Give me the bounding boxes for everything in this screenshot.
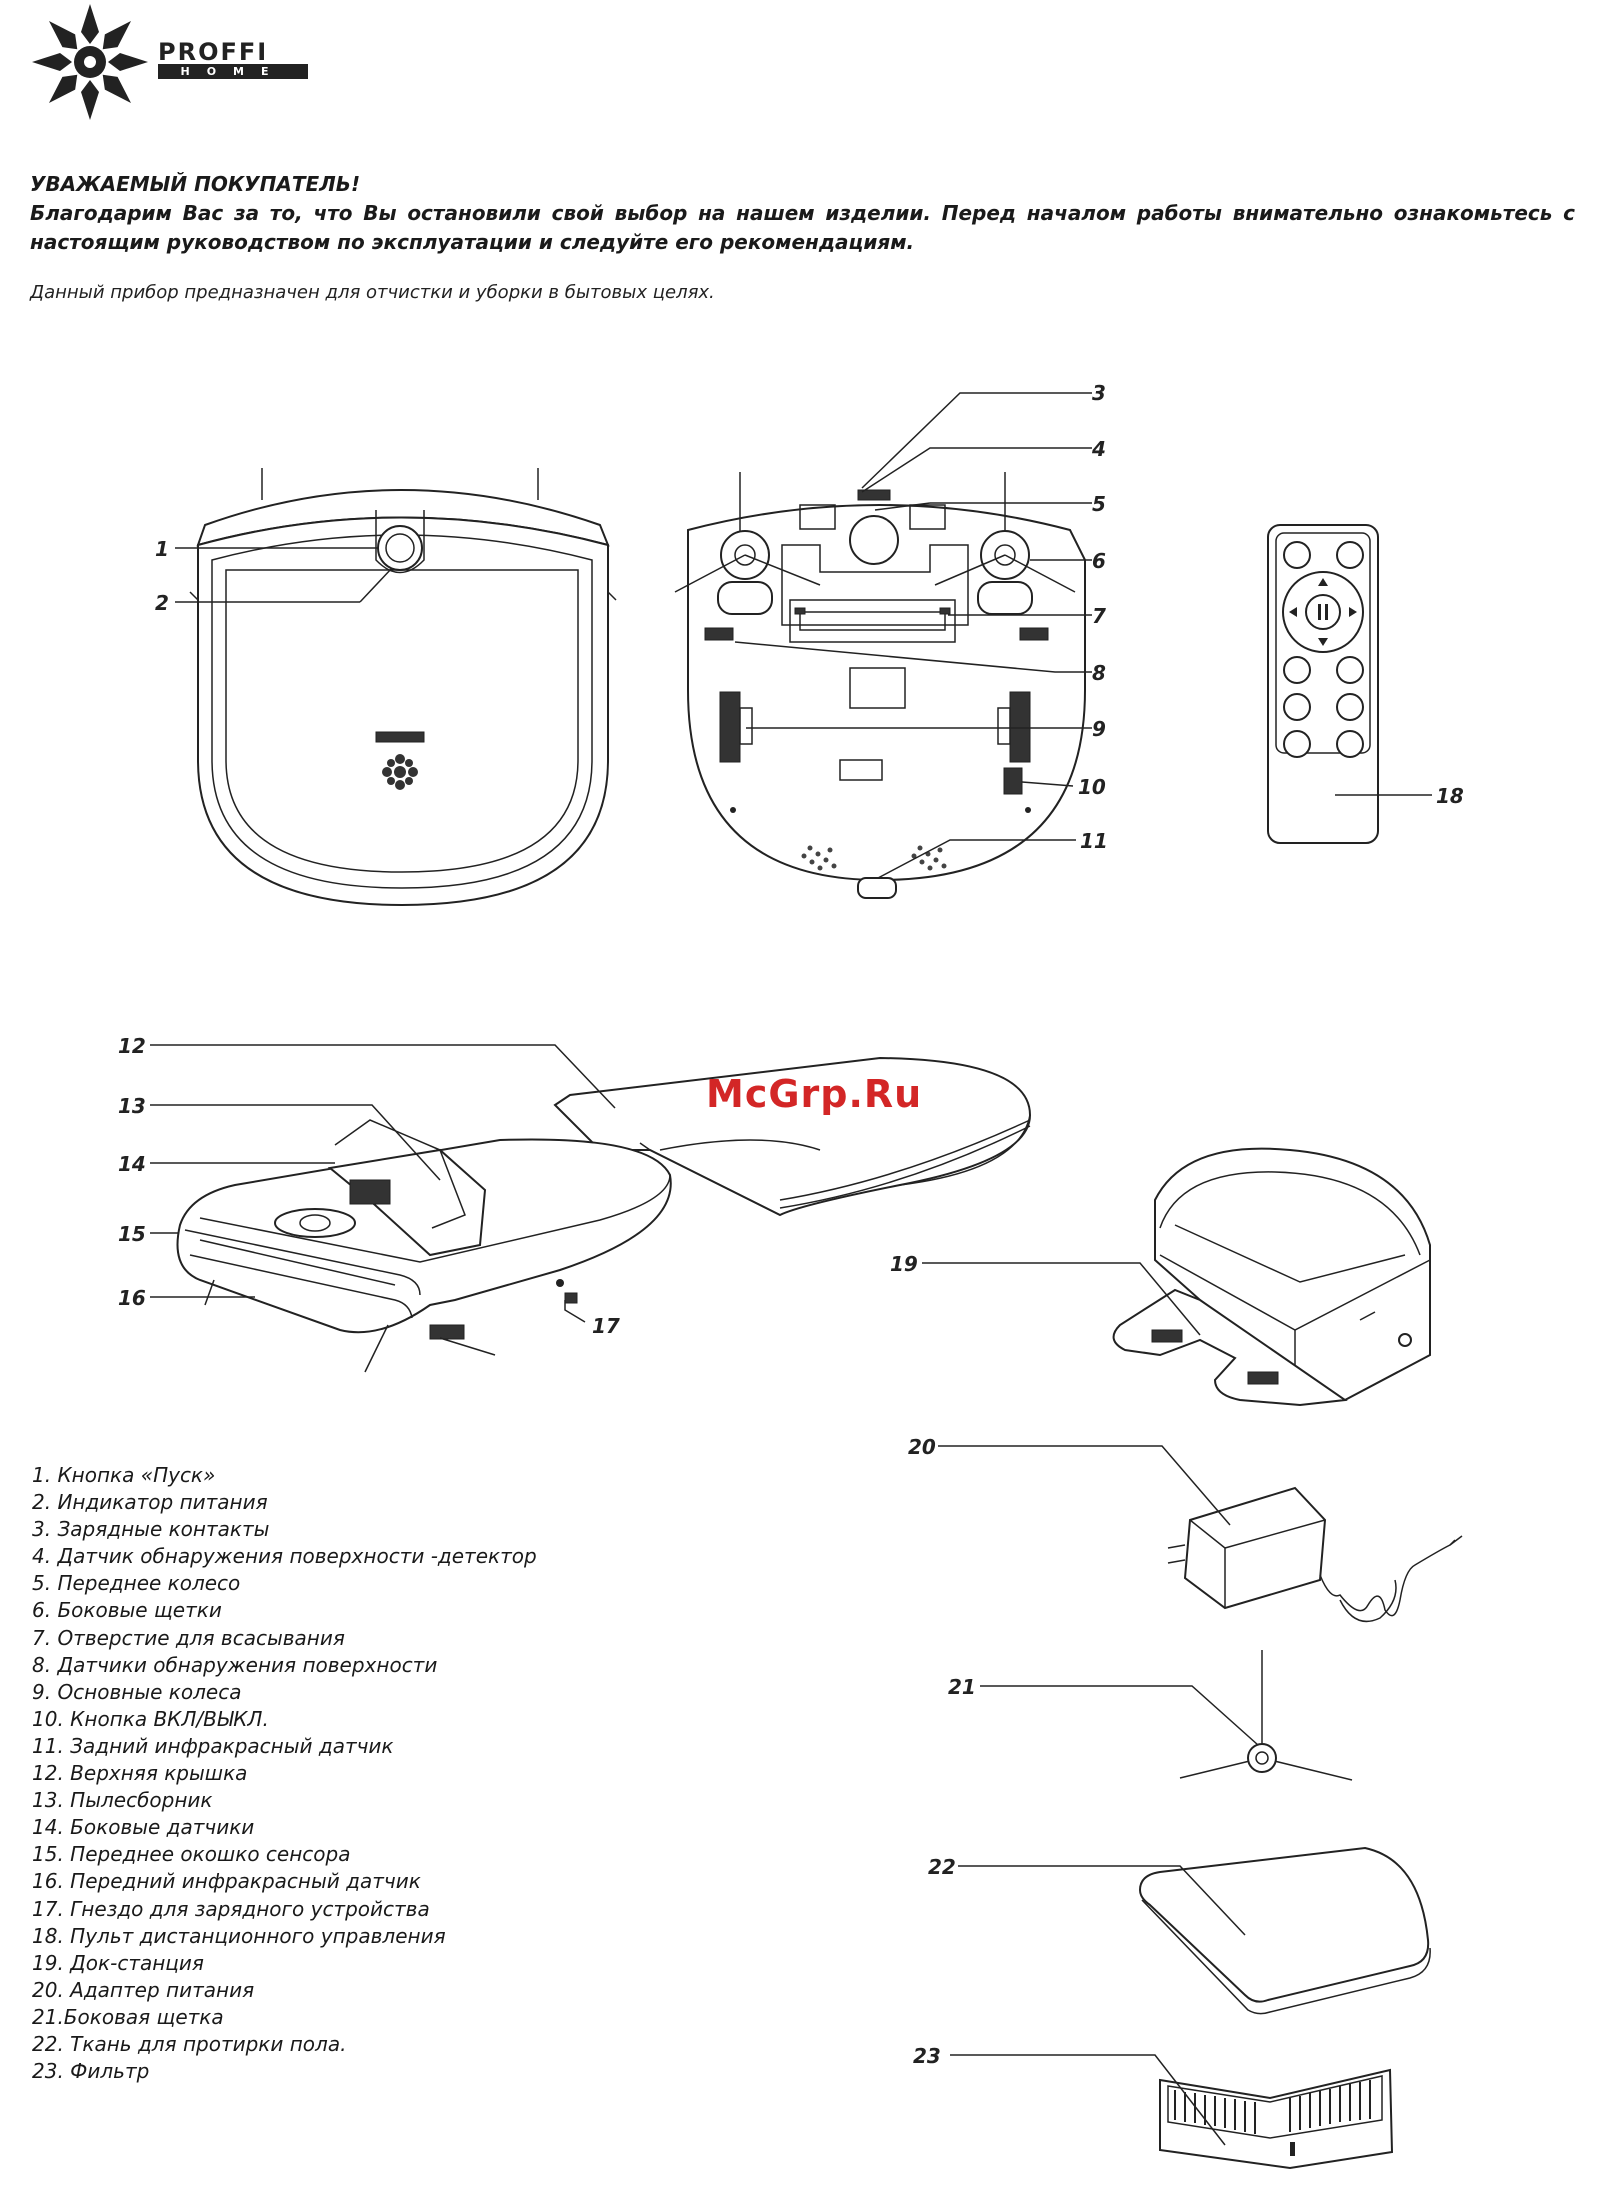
- parts-list-item: 7. Отверстие для всасывания: [32, 1625, 345, 1650]
- side-brush: [1179, 1650, 1353, 1781]
- callout-11: 11: [1080, 829, 1108, 853]
- callout-12: 12: [118, 1034, 146, 1058]
- callout-22: 22: [928, 1855, 956, 1879]
- callout-15: 15: [118, 1222, 146, 1246]
- callout-13: 13: [118, 1094, 146, 1118]
- filter: [1159, 2068, 1394, 2170]
- callout-1: 1: [155, 537, 169, 561]
- callout-8: 8: [1092, 661, 1106, 685]
- callout-17: 17: [592, 1314, 620, 1338]
- robot-bottom-view: [674, 472, 1086, 899]
- callout-20: 20: [908, 1435, 936, 1459]
- parts-list-item: 22. Ткань для протирки пола.: [32, 2031, 347, 2056]
- parts-list-item: 14. Боковые датчики: [32, 1815, 255, 1840]
- callout-2: 2: [155, 591, 169, 615]
- parts-list-item: 15. Переднее окошко сенсора: [32, 1842, 351, 1867]
- parts-list-item: 17. Гнездо для зарядного устройства: [32, 1896, 430, 1921]
- callout-18: 18: [1436, 784, 1464, 808]
- callout-3: 3: [1092, 381, 1106, 405]
- parts-list-item: 10. Кнопка ВКЛ/ВЫКЛ.: [32, 1706, 269, 1731]
- parts-list-item: 19. Док-станция: [32, 1950, 204, 1975]
- parts-list-item: 13. Пылесборник: [32, 1788, 213, 1813]
- parts-list-item: 3. Зарядные контакты: [32, 1517, 270, 1542]
- parts-list-item: 9. Основные колеса: [32, 1679, 242, 1704]
- robot-exploded-view: [176, 1056, 1032, 1373]
- brand-name: PROFFI: [158, 38, 269, 66]
- callout-4: 4: [1091, 437, 1106, 461]
- parts-list-item: 4. Датчик обнаружения поверхности -детек…: [32, 1544, 537, 1569]
- callout-10: 10: [1078, 775, 1106, 799]
- brand-subtitle: HOME: [158, 64, 308, 79]
- callout-7: 7: [1092, 604, 1106, 628]
- parts-list-item: 18. Пульт дистанционного управления: [32, 1923, 446, 1948]
- parts-list-item: 6. Боковые щетки: [32, 1598, 222, 1623]
- parts-list-item: 1. Кнопка «Пуск»: [32, 1463, 216, 1487]
- parts-list-item: 23. Фильтр: [32, 2059, 150, 2084]
- remote-control: [1267, 524, 1379, 844]
- parts-list-item: 16. Передний инфракрасный датчик: [32, 1869, 421, 1894]
- callout-19: 19: [890, 1252, 918, 1276]
- purpose-text: Данный прибор предназначен для отчистки …: [30, 282, 715, 303]
- parts-list-item: 20. Адаптер питания: [32, 1977, 255, 2002]
- power-adapter: [1167, 1486, 1463, 1623]
- callout-14: 14: [118, 1152, 146, 1176]
- dock-station: [1112, 1147, 1431, 1407]
- thanks-paragraph: Благодарим Вас за то, что Вы остановили …: [30, 201, 1575, 254]
- callout-21: 21: [948, 1675, 976, 1699]
- watermark: McGrp.Ru: [706, 1072, 923, 1116]
- parts-list-item: 21.Боковая щетка: [32, 2004, 224, 2029]
- callout-6: 6: [1092, 549, 1106, 573]
- parts-list-item: 2. Индикатор питания: [32, 1490, 268, 1515]
- parts-list-item: 12. Верхняя крышка: [32, 1761, 248, 1786]
- mop-cloth: [1138, 1846, 1431, 2015]
- parts-list-item: 8. Датчики обнаружения поверхности: [32, 1652, 438, 1677]
- brand-logo-icon: [32, 4, 148, 120]
- parts-list-item: 5. Переднее колесо: [32, 1571, 241, 1596]
- callout-5: 5: [1092, 492, 1106, 516]
- callout-23: 23: [913, 2044, 941, 2068]
- greeting-heading: УВАЖАЕМЫЙ ПОКУПАТЕЛЬ!: [30, 172, 361, 196]
- robot-top-view: [189, 468, 617, 907]
- callout-9: 9: [1092, 717, 1106, 741]
- parts-list: 1. Кнопка «Пуск» 2. Индикатор питания 3.…: [32, 1462, 537, 2085]
- parts-list-item: 11. Задний инфракрасный датчик: [32, 1733, 394, 1758]
- callout-16: 16: [118, 1286, 146, 1310]
